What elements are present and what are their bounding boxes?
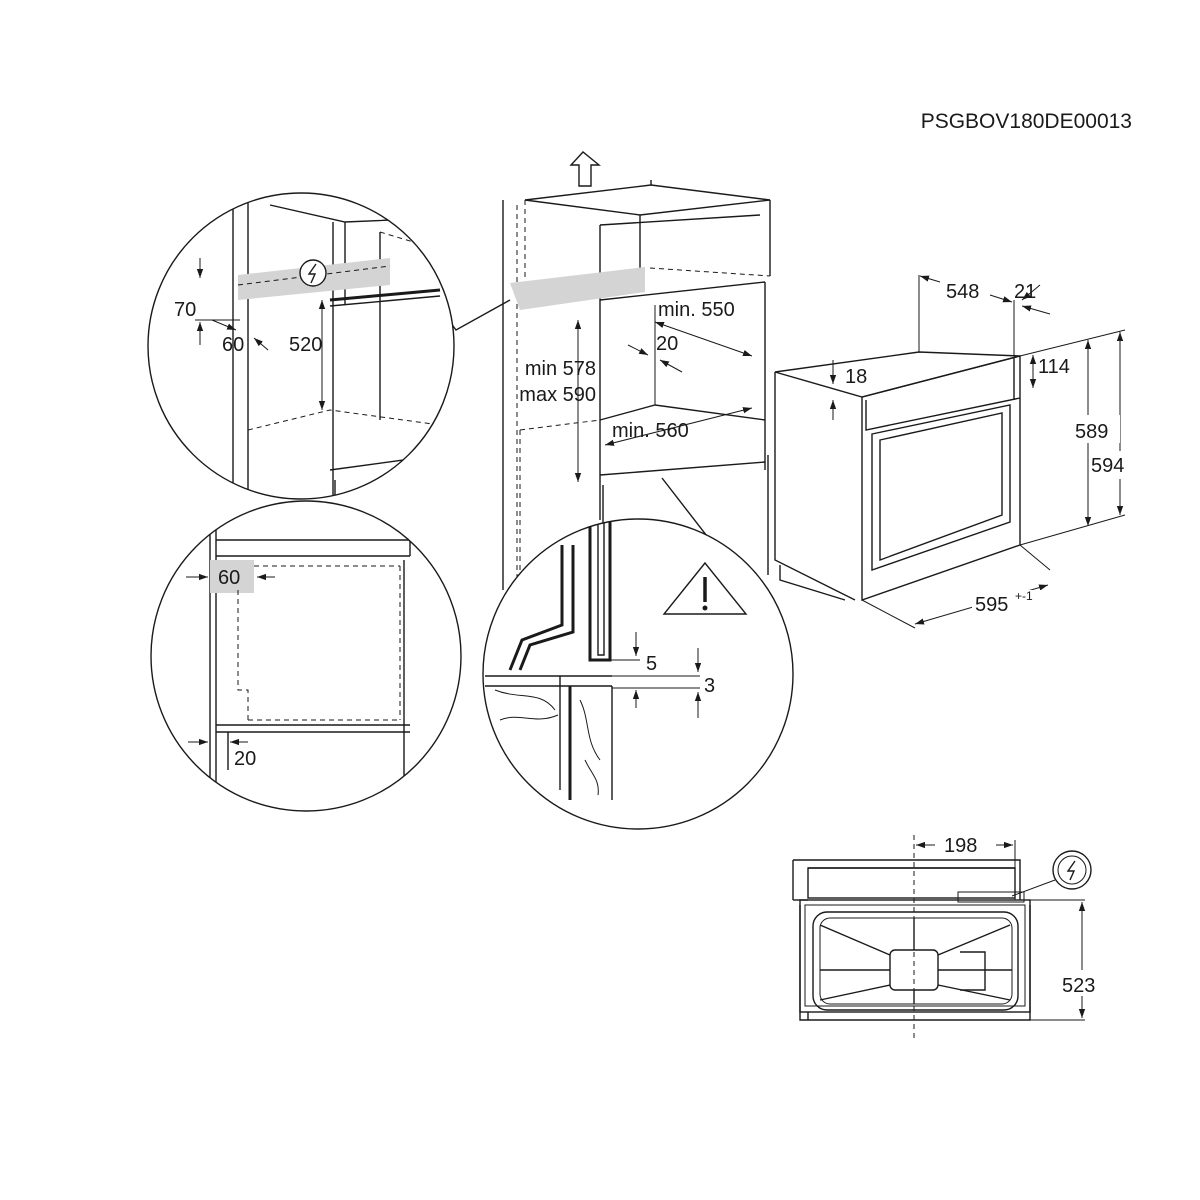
d114-label: 114 — [1038, 356, 1070, 378]
d60-label: 60 — [218, 567, 240, 589]
power-outlet-icon — [299, 259, 327, 287]
cabinet-labels: min 578 max 590 min. 550 20 min. 560 — [519, 299, 734, 442]
min-560-label: min. 560 — [612, 420, 689, 442]
min-550-label: min. 550 — [658, 299, 735, 321]
d589-label: 589 — [1075, 421, 1108, 443]
document-code: PSGBOV180DE00013 — [921, 110, 1132, 133]
top-view-labels: 198 523 — [940, 833, 1106, 997]
detail-top-left: 70 60 520 — [147, 192, 455, 500]
d520-label: 520 — [289, 334, 322, 356]
d198-label: 198 — [944, 835, 977, 857]
detail-bottom-middle: 5 3 — [482, 518, 794, 830]
d3-label: 3 — [704, 675, 715, 697]
oven-drawing — [774, 275, 1126, 629]
d595-label: 595 — [975, 594, 1008, 616]
max-height-label: max 590 — [519, 384, 596, 406]
d523-label: 523 — [1062, 975, 1095, 997]
tolerance-label: +-1 — [1015, 589, 1033, 603]
d18-label: 18 — [845, 366, 867, 388]
d70-label: 70 — [174, 299, 196, 321]
d20-label: 20 — [234, 748, 256, 770]
power-outlet-icon — [1052, 850, 1092, 890]
oven-labels: 548 21 18 114 589 594 595 +-1 — [845, 281, 1135, 616]
d594-label: 594 — [1091, 455, 1124, 477]
warning-triangle-icon — [662, 561, 748, 615]
d21-label: 21 — [1014, 281, 1036, 303]
d5-label: 5 — [646, 653, 657, 675]
detail-bottom-left: 60 20 — [150, 500, 462, 812]
d60-label: 60 — [222, 334, 244, 356]
up-arrow-icon — [569, 151, 601, 187]
top-view-drawing — [792, 835, 1092, 1040]
cabinet-drawing — [502, 151, 771, 590]
d20-label: 20 — [656, 333, 678, 355]
min-height-label: min 578 — [525, 358, 596, 380]
d548-label: 548 — [946, 281, 979, 303]
